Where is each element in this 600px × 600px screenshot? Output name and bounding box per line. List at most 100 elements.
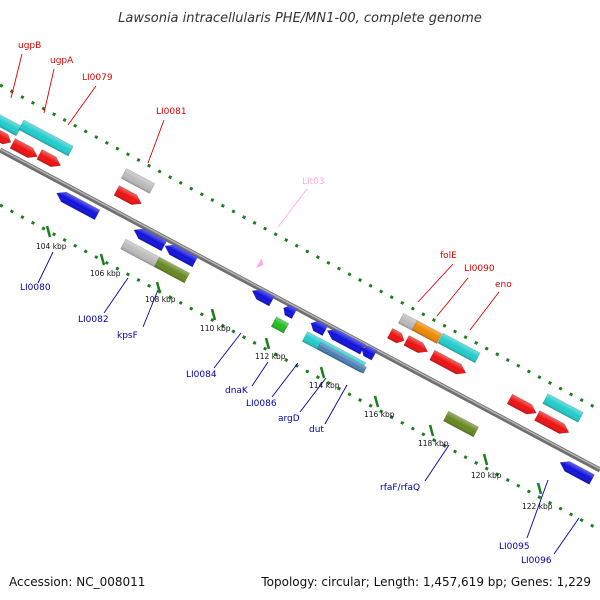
tick-label-104: 104 kbp: [36, 242, 67, 251]
gene-ugpB-bar[interactable]: [0, 107, 22, 137]
label-leader-line: [424, 444, 450, 482]
gene-label-LIt03[interactable]: LIt03: [302, 177, 325, 187]
gene-LI0090-bar[interactable]: [411, 320, 443, 344]
gene-gray-rev[interactable]: [120, 238, 160, 268]
gene-label-LI0095[interactable]: LI0095: [499, 542, 530, 552]
tick-label-114: 114 kbp: [309, 381, 340, 390]
gene-red-2[interactable]: [9, 138, 40, 162]
scale-tick: [536, 482, 543, 495]
scale-tick: [45, 225, 52, 238]
gene-LI0084-bar[interactable]: [250, 286, 275, 307]
gene-label-folE[interactable]: folE: [440, 251, 457, 261]
scale-tick: [155, 281, 162, 294]
gene-kpsF-olive[interactable]: [154, 256, 190, 284]
gene-label-eno[interactable]: eno: [495, 280, 512, 290]
gene-label-rfaF-rfaQ[interactable]: rfaF/rfaQ: [380, 483, 420, 493]
label-leader-line: [67, 85, 97, 126]
scale-tick: [264, 337, 271, 350]
gene-argD-bar[interactable]: [325, 326, 366, 355]
label-leader-line: [299, 377, 327, 413]
gene-label-LI0079[interactable]: LI0079: [82, 73, 113, 83]
gene-red-8[interactable]: [506, 393, 539, 418]
gene-dut-bar[interactable]: [359, 344, 378, 361]
gene-LI0080-bar[interactable]: [54, 188, 101, 221]
gene-label-ugpA[interactable]: ugpA: [50, 56, 74, 66]
gene-red-7[interactable]: [429, 349, 469, 378]
gene-eno-bar[interactable]: [437, 332, 481, 364]
tick-label-122: 122 kbp: [522, 502, 553, 511]
tick-label-108: 108 kbp: [145, 295, 176, 304]
tick-label-118: 118 kbp: [418, 439, 449, 448]
scale-tick: [99, 253, 106, 266]
gene-label-argD[interactable]: argD: [278, 414, 300, 424]
label-leaders: [10, 53, 580, 555]
gene-label-kpsF[interactable]: kpsF: [117, 331, 138, 341]
scale-tick: [319, 366, 326, 379]
gene-label-LI0086[interactable]: LI0086: [246, 399, 277, 409]
genome-backbone: [0, 147, 600, 473]
gene-label-ugpB[interactable]: ugpB: [18, 41, 41, 51]
tick-label-110: 110 kbp: [200, 324, 231, 333]
inner-guide-line: [0, 203, 600, 532]
gene-label-LI0084[interactable]: LI0084: [186, 370, 217, 380]
gene-red-6[interactable]: [403, 335, 430, 357]
label-leader-line: [43, 68, 55, 114]
tick-label-106: 106 kbp: [90, 269, 121, 278]
gene-steel-rev[interactable]: [317, 342, 367, 374]
outer-guide-line: [0, 83, 600, 412]
gene-red-9[interactable]: [534, 410, 572, 438]
gene-LI0095-bar[interactable]: [558, 458, 595, 485]
label-leader-line: [251, 361, 269, 387]
gene-LI0086-bar[interactable]: [308, 318, 329, 337]
gene-dnaK-bar[interactable]: [270, 316, 290, 334]
gene-label-LI0090[interactable]: LI0090: [464, 264, 495, 274]
label-leader-line: [103, 277, 129, 314]
label-leader-line: [147, 119, 165, 164]
gene-ugpA-bar[interactable]: [18, 119, 74, 157]
genome-backbone-highlight: [0, 148, 600, 470]
label-leader-line: [213, 332, 242, 369]
label-leader-line: [324, 384, 348, 425]
label-leader-line: [142, 289, 159, 328]
gene-LI0082-bar[interactable]: [131, 225, 167, 252]
tick-label-120: 120 kbp: [471, 471, 502, 480]
gene-label-LI0080[interactable]: LI0080: [20, 283, 51, 293]
label-leader-line: [436, 277, 469, 317]
label-leader-line: [271, 362, 299, 398]
scale-tick: [373, 395, 380, 408]
gene-label-dut[interactable]: dut: [309, 425, 324, 435]
map-title: Lawsonia intracellularis PHE/MN1-00, com…: [118, 11, 482, 26]
gene-LI0081-bar[interactable]: [120, 168, 156, 194]
label-leader-line: [10, 53, 23, 99]
tick-label-116: 116 kbp: [364, 410, 395, 419]
label-leader-line: [277, 188, 308, 228]
scale-tick: [428, 424, 435, 437]
gene-red-5[interactable]: [386, 327, 406, 345]
gene-label-LI0096[interactable]: LI0096: [521, 556, 552, 566]
topology-text: Topology: circular; Length: 1,457,619 bp…: [260, 575, 591, 589]
label-leader-line: [526, 479, 549, 539]
label-leader-line: [417, 263, 454, 303]
scale-ticks: [45, 225, 543, 495]
label-leader-line: [37, 251, 54, 284]
label-leader-line: [469, 291, 500, 331]
gene-label-dnaK[interactable]: dnaK: [225, 386, 249, 396]
tick-label-112: 112 kbp: [255, 352, 286, 361]
accession-text: Accession: NC_008011: [9, 575, 145, 589]
gene-rfaF-bar[interactable]: [443, 410, 479, 438]
gene-features: [0, 107, 595, 485]
gene-label-LI0082[interactable]: LI0082: [78, 315, 109, 325]
gene-kpsF-bar[interactable]: [162, 241, 198, 268]
gene-cyan-right-bar[interactable]: [542, 393, 584, 423]
trna-LIt03-marker[interactable]: [256, 258, 263, 268]
scale-tick: [210, 308, 217, 321]
label-leader-line: [553, 517, 580, 555]
gene-label-LI0081[interactable]: LI0081: [156, 107, 187, 117]
gene-red-3[interactable]: [36, 149, 63, 171]
gene-red-4[interactable]: [113, 185, 144, 209]
scale-tick: [482, 453, 489, 466]
gene-folE-bar[interactable]: [397, 312, 419, 332]
gene-red-1[interactable]: [0, 128, 14, 147]
gene-small-blue[interactable]: [281, 303, 298, 320]
